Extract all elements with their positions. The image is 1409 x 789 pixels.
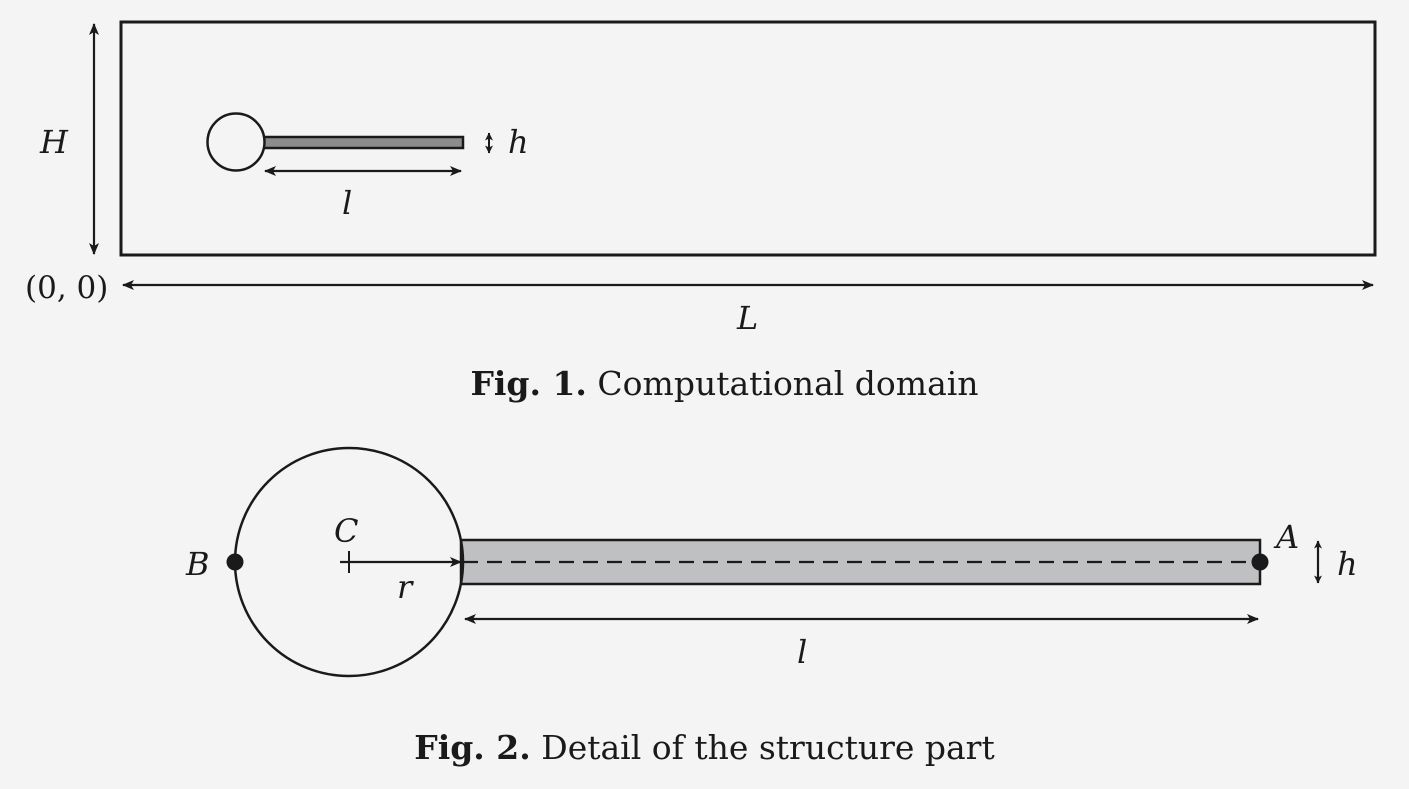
fig1-domain-boundary bbox=[119, 20, 1377, 257]
fig1-label-h: h bbox=[508, 123, 529, 161]
fig2-label-A: A bbox=[1273, 518, 1299, 556]
fig2-caption: Fig. 2. Detail of the structure part bbox=[0, 728, 1409, 767]
fig1-label-L: L bbox=[736, 299, 758, 337]
fig2-label-C: C bbox=[334, 512, 358, 550]
fig2-point-B bbox=[226, 553, 244, 571]
fig1-origin-label: (0, 0) bbox=[25, 270, 108, 306]
fig1-elastic-flag bbox=[259, 135, 465, 150]
fig1-label-H: H bbox=[39, 123, 69, 161]
fig2-point-A bbox=[1251, 553, 1269, 571]
fig2-label-h: h bbox=[1337, 545, 1358, 583]
fig2-structure-detail: C r B A h l bbox=[185, 446, 1358, 678]
fig1-caption-text: Computational domain bbox=[597, 364, 979, 403]
fig2-caption-text: Detail of the structure part bbox=[541, 728, 995, 767]
fig2-label-l: l bbox=[797, 633, 807, 671]
fig1-cylinder bbox=[206, 112, 266, 172]
fig1-caption-label: Fig. 1. bbox=[470, 364, 587, 403]
fig1-computational-domain: H L (0, 0) l h bbox=[25, 20, 1377, 337]
fig2-label-r: r bbox=[397, 568, 414, 606]
fig1-caption: Fig. 1. Computational domain bbox=[0, 364, 1409, 403]
fig2-caption-label: Fig. 2. bbox=[414, 728, 531, 767]
fig1-label-l: l bbox=[342, 184, 352, 222]
fig2-label-B: B bbox=[185, 545, 210, 583]
